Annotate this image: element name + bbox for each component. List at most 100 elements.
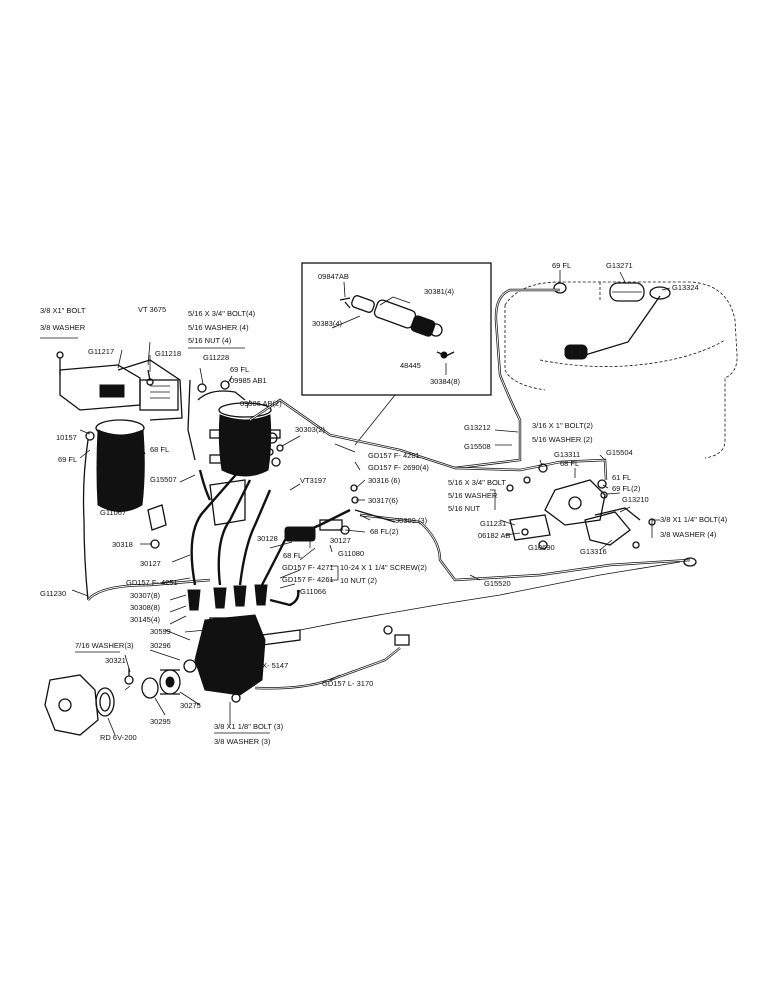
fuel-tank [504, 281, 738, 459]
label-30384: 30384(8) [430, 377, 461, 386]
label-30321: 30321 [105, 656, 126, 665]
label-g11230: G11230 [40, 589, 66, 598]
label-38washer4: 3/8 WASHER (4) [660, 530, 717, 539]
label-g15504: G15504 [606, 448, 633, 457]
label-g15507: G15507 [150, 475, 177, 484]
bracket-plate [139, 379, 179, 411]
drive-gear-assembly [44, 659, 241, 736]
label-g13324: G13324 [672, 283, 699, 292]
label-30127-b: 30127 [330, 536, 351, 545]
injector-inset [301, 262, 492, 446]
gasket [95, 687, 115, 717]
label-g11067: G11067 [100, 508, 126, 517]
label-38bolt4: 3/8 X1 1/4" BOLT(4) [660, 515, 728, 524]
filter-canister [96, 429, 145, 512]
label-g11231: G11231 [480, 519, 506, 528]
label-61fl: 61 FL [612, 473, 631, 482]
label-516nut: 5/16 NUT [448, 504, 481, 513]
primary-filter-assembly [56, 351, 230, 601]
label-g13271: G13271 [606, 261, 633, 270]
bearing-30295 [141, 677, 159, 699]
label-68fl-a: 68 FL [150, 445, 169, 454]
label-06182ab: 06182 AB [478, 531, 511, 540]
label-69fl-c: 69 FL [552, 261, 571, 270]
label-gd157f4271: GD157 F- 4271 [282, 563, 334, 572]
label-g13311: G13311 [554, 450, 580, 459]
label-716washer3: 7/16 WASHER(3) [75, 641, 134, 650]
pump-body [194, 614, 266, 696]
injector-fitting [410, 315, 436, 337]
label-516bolt4: 5/16 X 3/4" BOLT(4) [188, 309, 256, 318]
injector-nozzle [351, 295, 375, 313]
label-38washer3: 3/8 WASHER (3) [214, 737, 271, 746]
label-09986ab2: 09986 AB(2) [240, 399, 282, 408]
label-516washer4: 5/16 WASHER (4) [188, 323, 249, 332]
label-g13210: G13210 [622, 495, 649, 504]
label-gd157f4281: GD157 F- 4281 [368, 451, 420, 460]
float [564, 344, 588, 360]
label-716washer2: 5/16 WASHER (2) [532, 435, 593, 444]
label-g10690: G10690 [528, 543, 555, 552]
tank-elbow [553, 282, 567, 294]
secondary-filter-assembly [187, 379, 281, 477]
label-30303: 30303(2) [295, 425, 326, 434]
label-g11228: G11228 [203, 353, 229, 362]
label-vt3197: VT3197 [300, 476, 326, 485]
label-30275: 30275 [180, 701, 201, 710]
g11231-clip [509, 514, 551, 541]
tank-cap [609, 282, 645, 302]
label-38washer: 3/8 WASHER [40, 323, 86, 332]
label-69fl-a: 69 FL [230, 365, 249, 374]
label-30381: 30381(4) [424, 287, 455, 296]
label-g15520: G15520 [484, 579, 511, 588]
bracket-block [99, 384, 125, 398]
part-labels: 3/8 X1" BOLT 3/8 WASHER VT 3675 G11217 G… [40, 261, 728, 746]
label-516washer: 5/16 WASHER [448, 491, 498, 500]
label-g15508: G15508 [464, 442, 491, 451]
filter-mount-bracket [209, 479, 246, 526]
label-nut2: 10 NUT (2) [340, 576, 377, 585]
label-68fl-c: 68 FL [560, 459, 579, 468]
label-69fl2: 69 FL(2) [612, 484, 641, 493]
label-69fl-b: 69 FL [58, 455, 77, 464]
label-30599: 30599 [150, 627, 171, 636]
label-38bolt: 3/8 X1" BOLT [40, 306, 86, 315]
label-g11218: G11218 [155, 349, 181, 358]
label-30145: 30145(4) [130, 615, 161, 624]
label-30127-a: 30127 [140, 559, 161, 568]
label-vt3675: VT 3675 [138, 305, 166, 314]
label-68fl-b: 68 FL [283, 551, 302, 560]
label-30308: 30308(8) [130, 603, 161, 612]
secondary-filter-canister [218, 414, 272, 477]
label-g13212: G13212 [464, 423, 491, 432]
label-68fl2: 68 FL(2) [370, 527, 399, 536]
label-30317: 30317(6) [368, 496, 399, 505]
filter-drain-line [82, 439, 89, 601]
label-716bolt2: 3/16 X 1" BOLT(2) [532, 421, 593, 430]
label-30309: 30309 (3) [395, 516, 428, 525]
label-30318: 30318 [112, 540, 133, 549]
label-30128: 30128 [257, 534, 278, 543]
label-g11080: G11080 [338, 549, 364, 558]
injector-body [373, 299, 417, 329]
label-g13316: G13316 [580, 547, 607, 556]
inset-frame [301, 262, 492, 396]
label-516nut4: 5/16 NUT (4) [188, 336, 232, 345]
label-30316: 30316 (6) [368, 476, 401, 485]
label-30296: 30296 [150, 641, 171, 650]
secondary-filter-top [218, 402, 272, 418]
tank-valve-bracket [544, 479, 606, 526]
label-48445: 48445 [400, 361, 421, 370]
label-38bolt3: 3/8 X1 1/8" BOLT (3) [214, 722, 284, 731]
bleed-valve-30128 [284, 526, 316, 542]
g13316-bracket [584, 511, 631, 546]
gear-30296 [183, 659, 197, 673]
label-09985ab1: 09985 AB1 [230, 376, 267, 385]
leader-lines [71, 270, 671, 736]
label-rd6v200: RD 6V-200 [100, 733, 137, 742]
injection-pump [187, 584, 301, 696]
label-516bolt: 5/16 X 3/4" BOLT [448, 478, 506, 487]
label-30383: 30383(4) [312, 319, 343, 328]
drive-housing [44, 674, 99, 736]
label-gd157l3170: GD157 L- 3170 [322, 679, 373, 688]
